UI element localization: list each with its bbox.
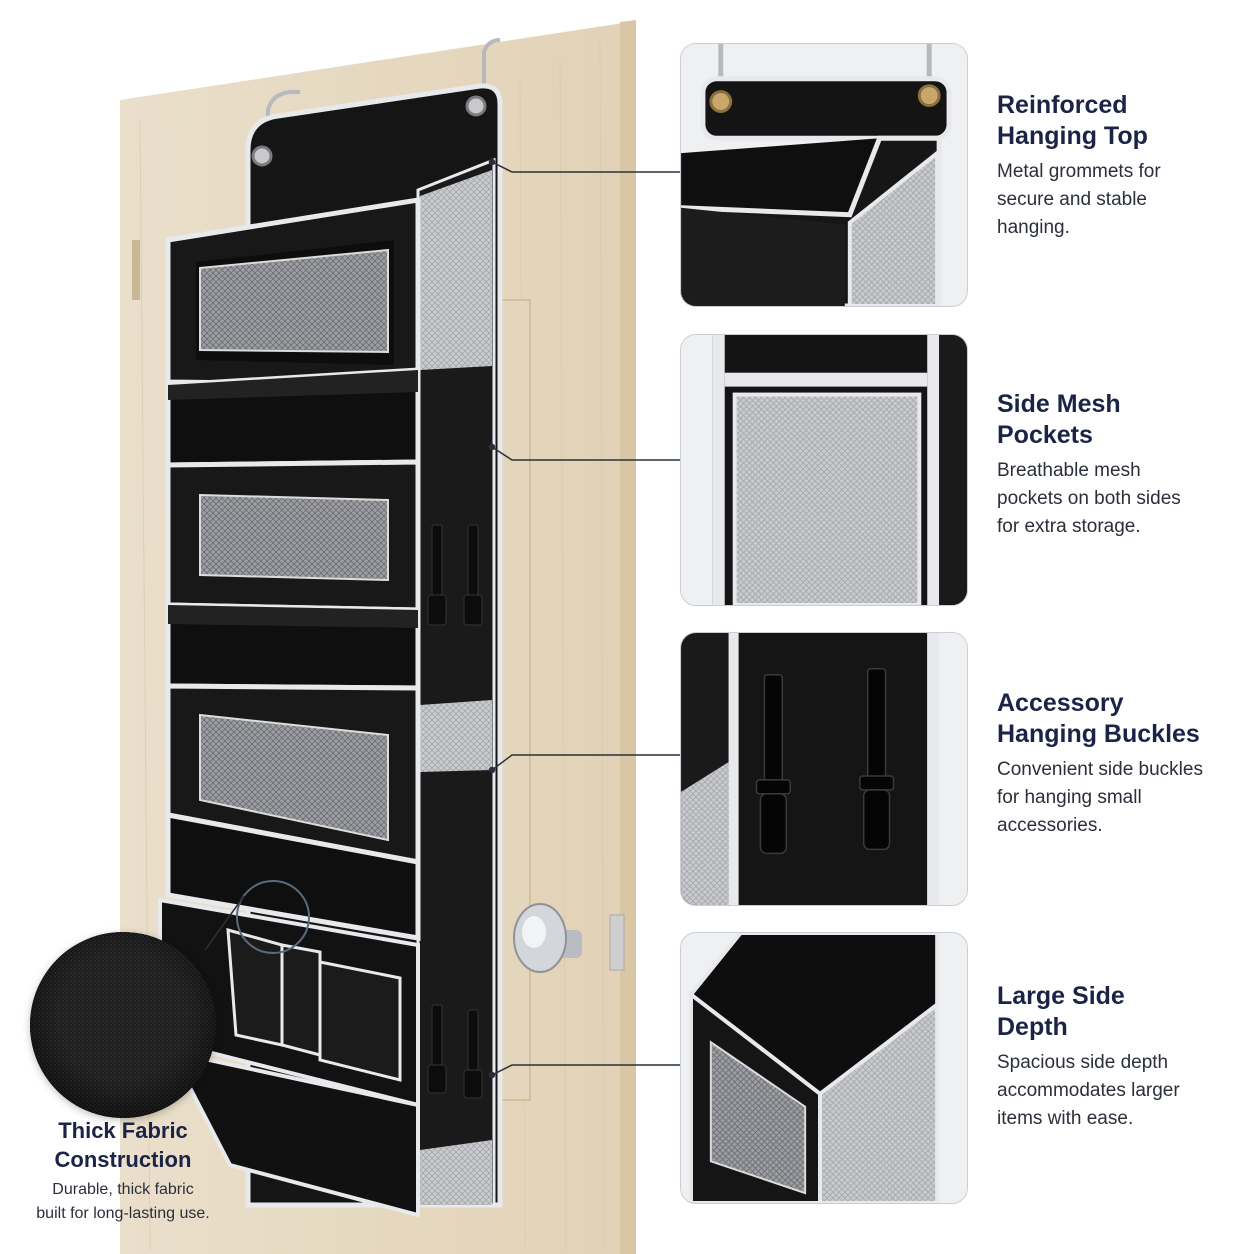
side-column (416, 157, 496, 1207)
desc-line: for extra storage. (997, 516, 1141, 537)
feature-title: Reinforced Hanging Top (997, 90, 1237, 152)
feature-title-line: Reinforced (997, 91, 1128, 119)
desc-line: items with ease. (997, 1108, 1134, 1129)
feature-title-line: Hanging Buckles (997, 720, 1200, 748)
desc-line: Convenient side buckles (997, 759, 1203, 780)
desc-line: for hanging small (997, 787, 1142, 808)
mesh-pocket-icon (681, 335, 967, 605)
feature-title: Accessory Hanging Buckles (997, 688, 1237, 750)
feature-title-line: Side Mesh (997, 390, 1121, 418)
depth-icon (681, 933, 967, 1203)
desc-line: Spacious side depth (997, 1052, 1169, 1073)
fabric-zoom-circle (30, 932, 216, 1118)
desc-line: Breathable mesh (997, 460, 1141, 481)
fabric-texture-icon (30, 932, 216, 1118)
feature-title-line: Depth (997, 1013, 1068, 1041)
door-hook-icon (266, 38, 501, 132)
feature-description: Convenient side buckles for hanging smal… (997, 756, 1237, 840)
feature-description: Spacious side depth accommodates larger … (997, 1049, 1237, 1133)
feature-thick-fabric: Thick Fabric Construction Durable, thick… (18, 1116, 228, 1226)
feature-title-line: Thick Fabric (58, 1118, 188, 1143)
desc-line: accessories. (997, 815, 1103, 836)
feature-title: Side Mesh Pockets (997, 389, 1237, 451)
feature-title-line: Large Side (997, 982, 1125, 1010)
feature-title-line: Construction (54, 1147, 192, 1172)
desc-line: built for long-lasting use. (36, 1205, 210, 1222)
feature-side-mesh: Side Mesh Pockets Breathable mesh pocket… (997, 389, 1237, 541)
feature-title: Thick Fabric Construction (18, 1116, 228, 1174)
desc-line: accommodates larger (997, 1080, 1180, 1101)
desc-line: Durable, thick fabric (52, 1181, 194, 1198)
callout-lines (204, 158, 680, 1079)
buckle-icon (681, 633, 967, 905)
feature-title-line: Accessory (997, 689, 1124, 717)
shelves (158, 197, 421, 1218)
feature-description: Durable, thick fabric built for long-las… (18, 1178, 228, 1226)
feature-description: Breathable mesh pockets on both sides fo… (997, 457, 1237, 541)
desc-line: hanging. (997, 217, 1070, 238)
grommet-icon (681, 44, 967, 306)
desc-line: secure and stable (997, 189, 1147, 210)
desc-line: Metal grommets for (997, 161, 1161, 182)
feature-hanging-top: Reinforced Hanging Top Metal grommets fo… (997, 90, 1237, 242)
feature-title: Large Side Depth (997, 981, 1237, 1043)
desc-line: pockets on both sides (997, 488, 1181, 509)
door-knob-icon (513, 903, 582, 973)
detail-panel-side-depth (680, 932, 968, 1204)
feature-side-depth: Large Side Depth Spacious side depth acc… (997, 981, 1237, 1133)
detail-panel-side-mesh (680, 334, 968, 606)
detail-panel-buckles (680, 632, 968, 906)
detail-panel-hanging-top (680, 43, 968, 307)
feature-buckles: Accessory Hanging Buckles Convenient sid… (997, 688, 1237, 840)
feature-description: Metal grommets for secure and stable han… (997, 158, 1237, 242)
feature-title-line: Hanging Top (997, 122, 1148, 150)
feature-title-line: Pockets (997, 421, 1093, 449)
